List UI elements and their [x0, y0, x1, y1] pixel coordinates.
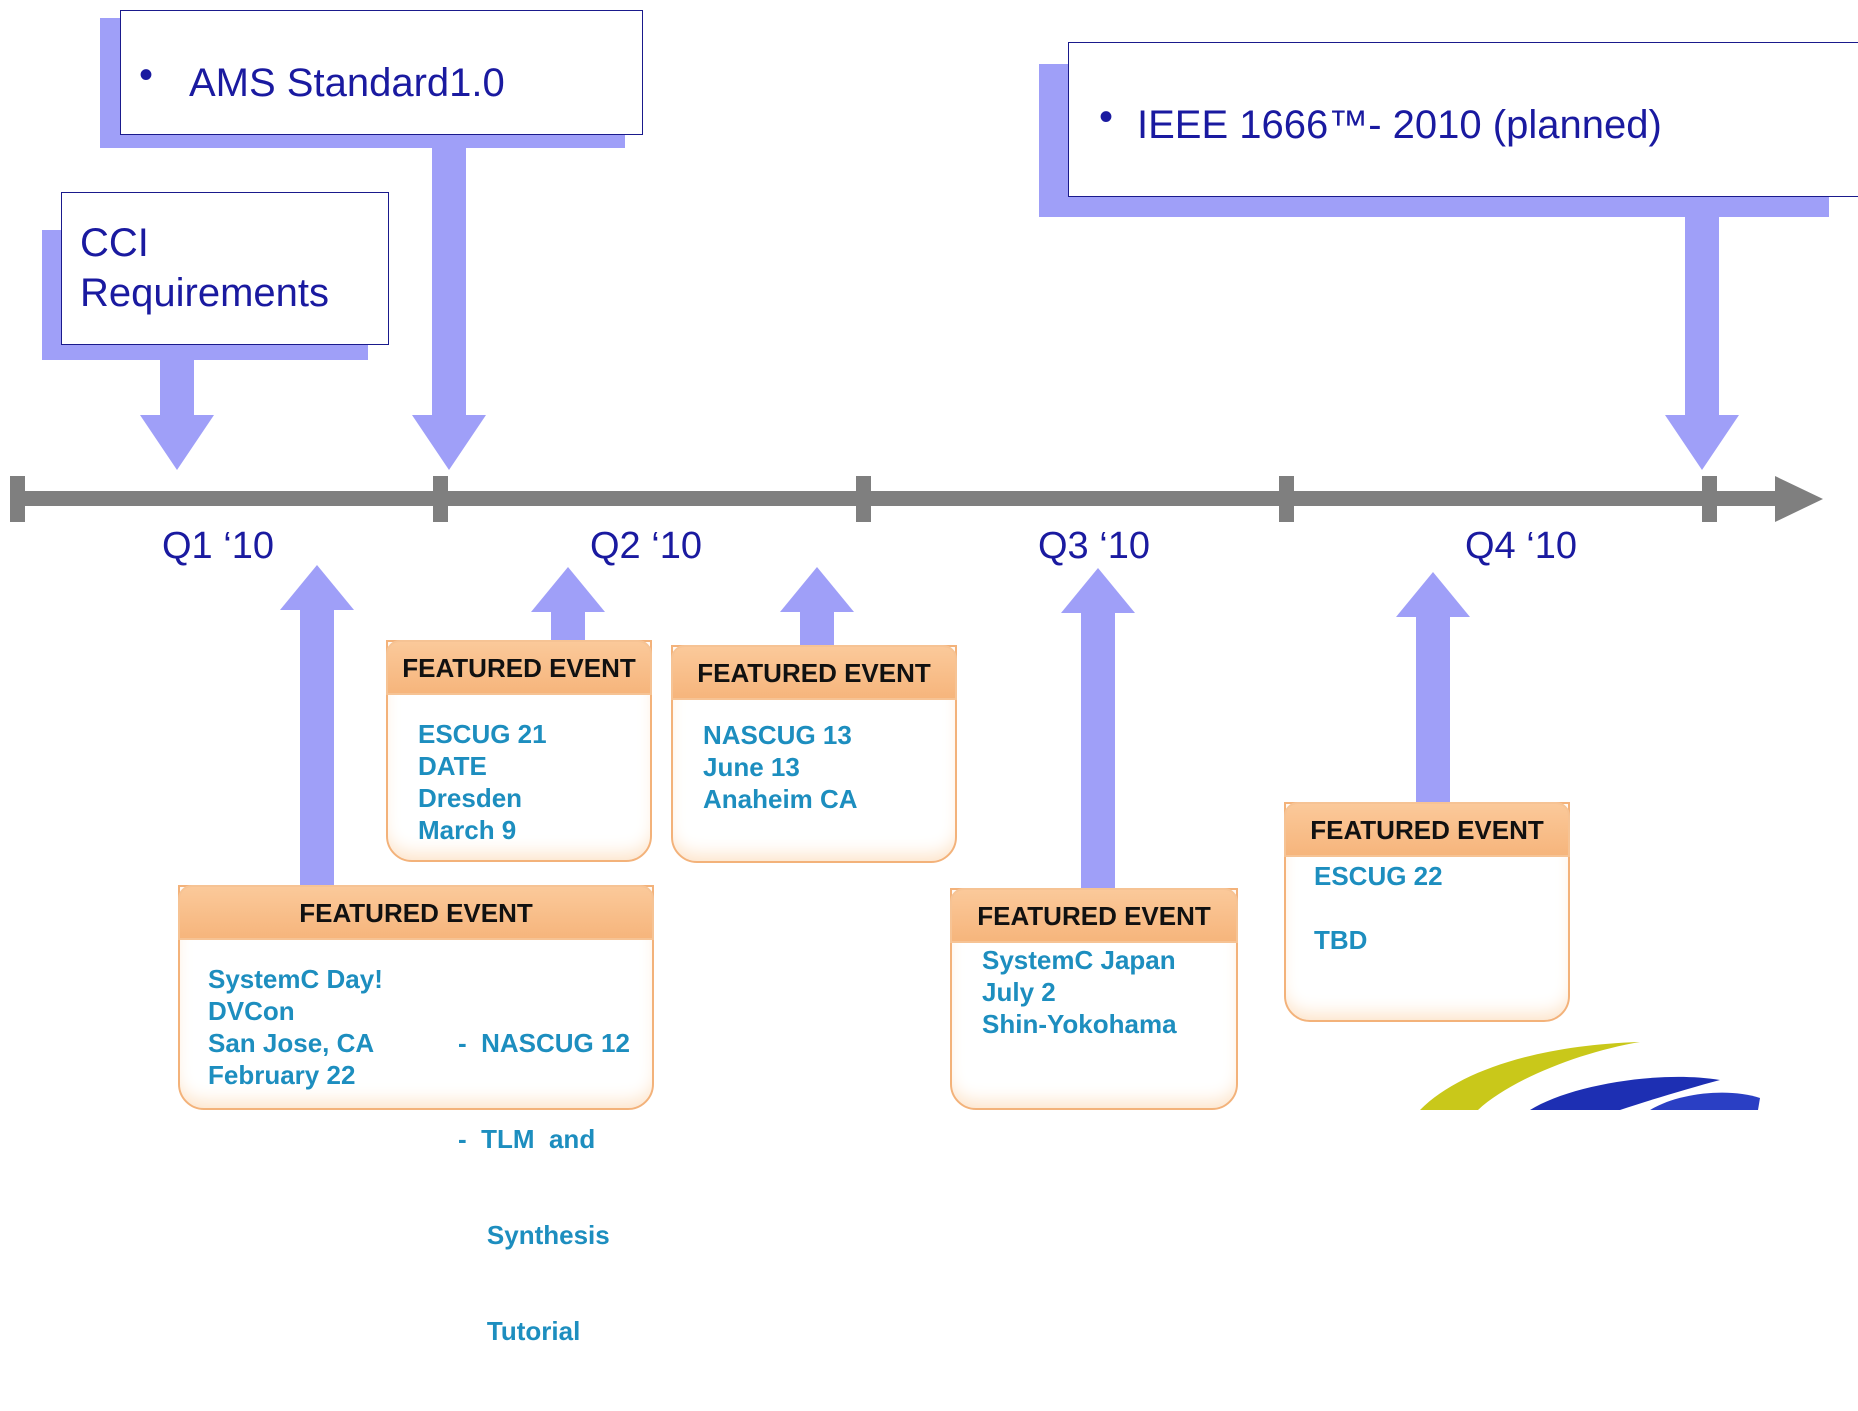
- ieee-arrow-shaft: [1685, 217, 1719, 415]
- ams-bullet: •: [139, 53, 154, 97]
- ams-arrow-head: [412, 415, 486, 470]
- event-line: [1314, 892, 1443, 924]
- event-details: NASCUG 13 June 13 Anaheim CA: [703, 719, 858, 815]
- event-line: Synthesis: [458, 1220, 610, 1250]
- event-line: DVCon: [208, 996, 295, 1026]
- event-details: ESCUG 21 DATE Dresden March 9: [418, 718, 547, 846]
- event-line: Shin-Yokohama: [982, 1009, 1177, 1039]
- event-line: June 13: [703, 752, 800, 782]
- event-line: NASCUG 13: [703, 720, 852, 750]
- event-line: Dresden: [418, 783, 523, 813]
- cci-label-line2: Requirements: [80, 271, 330, 315]
- systemc-japan-arrow-shaft: [1081, 613, 1115, 890]
- ieee-label: IEEE 1666™- 2010 (planned): [1137, 103, 1662, 147]
- event-line: ESCUG 21: [418, 719, 547, 749]
- quarter-label-q3: Q3 ‘10: [1038, 525, 1150, 567]
- timeline-axis: [10, 491, 1785, 506]
- escug21-arrow-head: [531, 567, 605, 612]
- cci-callout: CCI Requirements: [61, 192, 389, 345]
- event-details: SystemC Japan July 2 Shin-Yokohama: [982, 944, 1177, 1040]
- event-header: FEATURED EVENT: [178, 885, 654, 940]
- cci-arrow-head: [140, 415, 214, 470]
- event-card-escug21: FEATURED EVENT ESCUG 21 DATE Dresden Mar…: [386, 640, 652, 862]
- event-line: - NASCUG 12: [458, 1028, 630, 1058]
- nascug13-arrow-shaft: [800, 612, 834, 645]
- ams-label: AMS Standard1.0: [189, 61, 505, 105]
- quarter-label-q2: Q2 ‘10: [590, 525, 702, 567]
- event-line: February 22: [208, 1060, 356, 1090]
- event-card-nascug13: FEATURED EVENT NASCUG 13 June 13 Anaheim…: [671, 645, 957, 863]
- event-header: FEATURED EVENT: [386, 640, 652, 695]
- cci-label-line1: CCI: [80, 221, 149, 265]
- event-card-systemc-day: FEATURED EVENT SystemC Day! DVCon San Jo…: [178, 885, 654, 1346]
- event-line: SystemC Day!: [208, 964, 383, 994]
- timeline-tick-2: [856, 476, 871, 522]
- event-line: SystemC Japan: [982, 945, 1176, 975]
- timeline-tick-4: [1702, 476, 1717, 522]
- escug22-arrow-shaft: [1416, 617, 1450, 802]
- event-header: FEATURED EVENT: [1284, 802, 1570, 857]
- event-card-systemc-japan: FEATURED EVENT SystemC Japan July 2 Shin…: [950, 888, 1238, 1110]
- ams-callout: • AMS Standard1.0: [120, 10, 643, 135]
- event-details-right: - NASCUG 12 - TLM and Synthesis Tutorial: [458, 963, 630, 1411]
- logo-swoosh: [1420, 1042, 1760, 1110]
- event-line: July 2: [982, 977, 1056, 1007]
- event-line: ESCUG 22: [1314, 861, 1443, 891]
- event-header: FEATURED EVENT: [950, 888, 1238, 943]
- nascug13-arrow-head: [780, 567, 854, 612]
- event-line: DATE: [418, 751, 487, 781]
- quarter-label-q1: Q1 ‘10: [162, 525, 274, 567]
- ieee-bullet: •: [1099, 95, 1114, 139]
- event-line: - TLM and: [458, 1124, 596, 1154]
- ams-arrow-shaft: [432, 148, 466, 415]
- event-line: San Jose, CA: [208, 1028, 375, 1058]
- timeline-tick-3: [1279, 476, 1294, 522]
- timeline-start-tick: [10, 476, 25, 522]
- event-header: FEATURED EVENT: [671, 645, 957, 700]
- systemc-day-arrow-head: [280, 565, 354, 610]
- event-line: TBD: [1314, 925, 1368, 955]
- systemc-japan-arrow-head: [1061, 568, 1135, 613]
- ieee-callout: • IEEE 1666™- 2010 (planned): [1068, 42, 1858, 197]
- cci-arrow-shaft: [160, 360, 194, 416]
- event-line: Tutorial: [458, 1316, 581, 1346]
- timeline-arrowhead: [1775, 476, 1823, 522]
- systemc-day-arrow-shaft: [300, 610, 334, 885]
- event-line: Anaheim CA: [703, 784, 858, 814]
- timeline-tick-1: [433, 476, 448, 522]
- event-details: ESCUG 22 TBD: [1314, 860, 1443, 956]
- event-details-left: SystemC Day! DVCon San Jose, CA February…: [208, 963, 383, 1091]
- event-card-escug22: FEATURED EVENT ESCUG 22 TBD: [1284, 802, 1570, 1022]
- escug21-arrow-shaft: [551, 612, 585, 640]
- escug22-arrow-head: [1396, 572, 1470, 617]
- ieee-arrow-head: [1665, 415, 1739, 470]
- quarter-label-q4: Q4 ‘10: [1465, 525, 1577, 567]
- event-line: March 9: [418, 815, 517, 845]
